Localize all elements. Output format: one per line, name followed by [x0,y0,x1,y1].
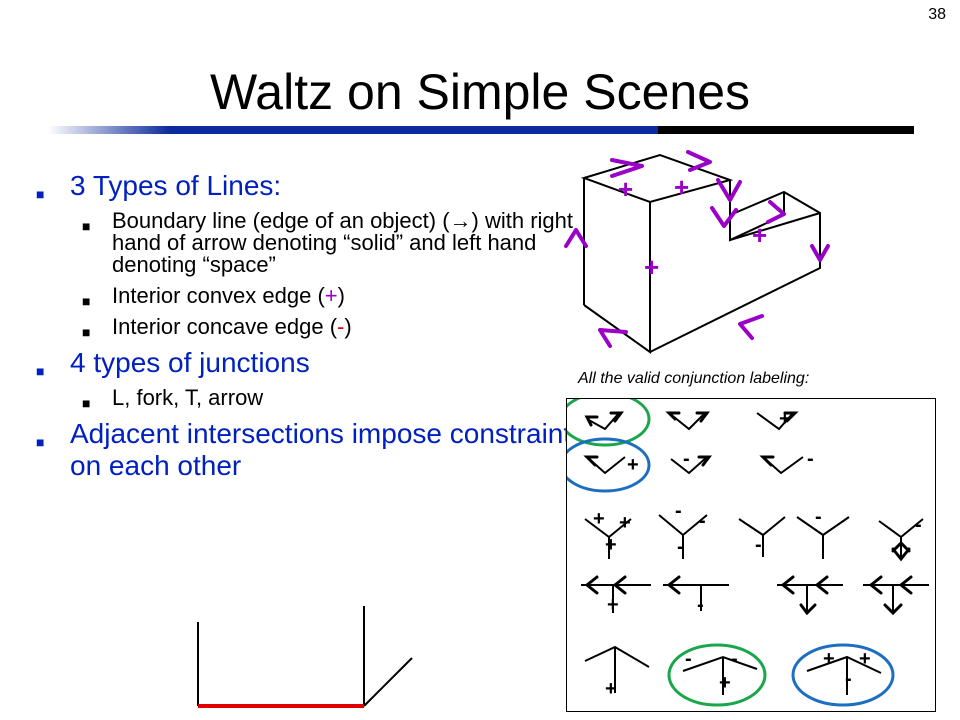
svg-text:-: - [845,668,852,690]
bullet-junctions-text: 4 types of junctions [70,347,310,378]
svg-text:-: - [807,448,814,470]
svg-text:-: - [677,536,684,558]
convex-symbol: + [324,283,338,308]
green-circle-arrow [667,643,767,707]
junction-labeling-grid: + + - - + + + - - - - - - + - + - - + + … [559,391,929,707]
bullet-list: ■ 3 Types of Lines: ■ Boundary line (edg… [36,170,585,490]
svg-text:-: - [755,534,762,556]
convex-labels: + + + + [618,172,767,282]
title-rule [48,126,914,134]
bullet-marker: ■ [36,434,45,450]
subbullet-convex: ■ Interior convex edge (+) [82,283,576,310]
svg-text:+: + [644,252,659,282]
svg-text:+: + [607,594,619,616]
subbullet-marker: ■ [82,395,91,411]
labeling-caption: All the valid conjunction labeling: [578,370,810,387]
slide-title: Waltz on Simple Scenes [209,64,751,120]
junction-arrow-marks [583,411,913,616]
bullet-adjacent-text: Adjacent intersections impose constraint… [70,418,586,481]
svg-text:+: + [719,672,731,694]
subbullet-marker: ■ [82,218,91,234]
junction-types-text: L, fork, T, arrow [112,385,264,410]
svg-text:+: + [674,172,689,202]
svg-text:-: - [731,648,738,670]
title-rule-accent [48,126,658,134]
svg-text:-: - [683,448,690,470]
line-label-arrows [564,150,830,348]
svg-text:+: + [593,508,605,530]
svg-text:+: + [779,408,791,430]
slide-number: 38 [928,6,946,23]
svg-text:+: + [605,678,617,700]
junction-labeling-panel: + + - - + + + - - - - - - + - + - - + + … [559,391,936,712]
bullet-line-types-text: 3 Types of Lines: [70,170,282,201]
svg-text:-: - [915,514,922,536]
svg-text:+: + [618,174,633,204]
svg-text:+: + [605,534,617,556]
boundary-arrow-symbol: → [449,208,472,233]
boundary-text-1: Boundary line (edge of an object) ( [112,208,450,233]
bullet-marker: ■ [36,186,45,202]
boundary-text-2: ) with right hand of arrow denoting “sol… [112,208,574,277]
subbullet-marker: ■ [82,293,91,309]
object-outline [580,153,821,354]
junction-lines [581,412,929,695]
concave-text-2: ) [344,314,352,339]
svg-text:-: - [675,500,682,522]
subbullet-junction-types: ■ L, fork, T, arrow [82,385,576,412]
svg-text:+: + [752,220,767,250]
subbullet-concave: ■ Interior concave edge (-) [82,314,576,341]
bullet-line-types: ■ 3 Types of Lines: [36,170,576,202]
bullet-adjacent: ■ Adjacent intersections impose constrai… [36,418,590,482]
bullet-junctions: ■ 4 types of junctions [36,347,576,379]
concave-symbol: - [337,314,345,339]
svg-text:-: - [697,594,704,616]
svg-text:+: + [619,512,631,534]
convex-text-1: Interior convex edge ( [112,283,325,308]
convex-text-2: ) [337,283,345,308]
svg-text:-: - [815,506,822,528]
subbullet-marker: ■ [82,324,91,340]
blue-circle-arrow [791,643,895,707]
svg-text:+: + [859,648,871,670]
bullet-marker: ■ [36,363,45,379]
svg-text:-: - [685,648,692,670]
junction-sign-labels: + + - - + + + - - - - - - + - + - - + + … [593,408,922,700]
svg-text:+: + [823,648,835,670]
subbullet-boundary: ■ Boundary line (edge of an object) (→) … [82,210,576,276]
svg-text:-: - [699,510,706,532]
concave-text-1: Interior concave edge ( [112,314,338,339]
svg-text:+: + [627,454,639,476]
